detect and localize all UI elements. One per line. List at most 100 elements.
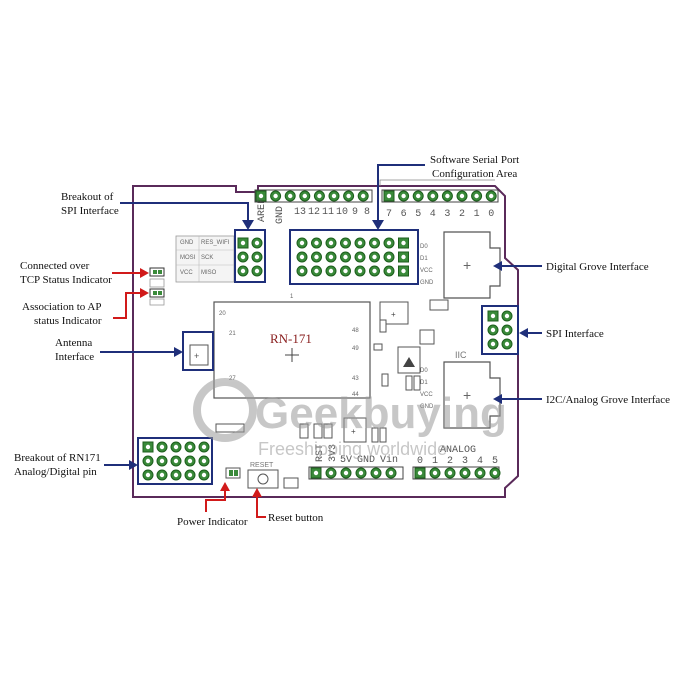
svg-text:3V3: 3V3 <box>328 444 339 462</box>
pin-label: 3 <box>462 456 468 467</box>
callout-ap-status: Association to AP status Indicator <box>22 288 149 327</box>
svg-text:1: 1 <box>290 294 294 300</box>
bottom-left-header <box>308 466 404 480</box>
antenna-interface-highlight <box>182 331 214 371</box>
callout-software-serial: Software Serial Port Configuration Area <box>372 154 519 230</box>
module-label: RN-171 <box>270 331 312 346</box>
svg-text:44: 44 <box>352 392 359 398</box>
svg-text:5V: 5V <box>340 455 352 466</box>
pin-label: 0 <box>417 456 423 467</box>
pin-label-11: 11 <box>322 207 334 218</box>
callout-i2c-grove: I2C/Analog Grove Interface <box>493 394 670 406</box>
svg-text:MOSI: MOSI <box>180 255 196 261</box>
pin-label: 2 <box>459 209 465 220</box>
misc-components: + + <box>215 299 449 443</box>
rn171-breakout-highlight <box>137 437 213 485</box>
svg-text:Digital Grove Interface: Digital Grove Interface <box>546 261 649 273</box>
svg-text:D1: D1 <box>420 380 428 386</box>
svg-text:+: + <box>351 427 356 436</box>
callout-antenna: Antenna Interface <box>55 337 183 363</box>
svg-text:Reset button: Reset button <box>268 512 324 524</box>
svg-text:VCC: VCC <box>420 392 433 398</box>
pin-label: 0 <box>488 209 494 220</box>
reset-button[interactable]: RESET <box>247 462 279 489</box>
svg-text:+: + <box>391 310 396 319</box>
pin-label: 5 <box>415 209 421 220</box>
pin-label: 3 <box>444 209 450 220</box>
callout-spi-interface: SPI Interface <box>519 328 604 340</box>
svg-text:D0: D0 <box>420 244 428 250</box>
svg-text:GND: GND <box>420 280 434 286</box>
spi-breakout-highlight <box>234 229 266 283</box>
svg-text:I2C/Analog Grove Interface: I2C/Analog Grove Interface <box>546 394 670 406</box>
svg-text:status Indicator: status Indicator <box>34 315 102 327</box>
svg-text:SPI Interface: SPI Interface <box>61 205 119 217</box>
pin-label: 1 <box>474 209 480 220</box>
svg-text:TCP Status Indicator: TCP Status Indicator <box>20 274 112 286</box>
power-indicator-led <box>225 467 241 479</box>
callout-reset-button: Reset button <box>252 488 324 524</box>
svg-text:D1: D1 <box>420 256 428 262</box>
svg-text:ANALOG: ANALOG <box>440 445 476 456</box>
svg-text:IIC: IIC <box>455 350 467 360</box>
svg-text:RES_WIFI: RES_WIFI <box>201 240 230 246</box>
watermark: Geekbuying Freeshipping worldwide <box>193 378 507 459</box>
svg-text:+: + <box>194 351 199 361</box>
bottom-right-header <box>412 466 501 480</box>
callout-digital-grove: Digital Grove Interface <box>493 261 649 273</box>
status-led-ap <box>149 288 165 298</box>
svg-text:Analog/Digital pin: Analog/Digital pin <box>14 466 97 478</box>
pin-label: 2 <box>447 456 453 467</box>
callout-rn171-breakout: Breakout of RN171 Analog/Digital pin <box>14 452 138 478</box>
svg-text:RESET: RESET <box>250 462 274 469</box>
callout-tcp-status: Connected over TCP Status Indicator <box>20 260 149 286</box>
svg-text:SCK: SCK <box>201 255 213 261</box>
svg-text:Power Indicator: Power Indicator <box>177 516 248 528</box>
svg-text:Association to AP: Association to AP <box>22 301 101 313</box>
svg-text:Connected over: Connected over <box>20 260 90 272</box>
callout-spi-breakout: Breakout of SPI Interface <box>61 191 254 230</box>
svg-text:Software Serial Port: Software Serial Port <box>430 154 519 166</box>
top-right-header <box>381 189 499 203</box>
svg-text:GND: GND <box>420 404 434 410</box>
pin-label-10: 10 <box>336 207 348 218</box>
svg-text:D0: D0 <box>420 368 428 374</box>
pin-label: 5 <box>492 456 498 467</box>
svg-text:Breakout of RN171: Breakout of RN171 <box>14 452 101 464</box>
top-left-header <box>254 189 373 203</box>
serial-config-labels: D0 D1 VCC GND <box>420 244 434 286</box>
software-serial-highlight <box>289 229 419 285</box>
pin-label-gnd: GND <box>275 206 286 224</box>
svg-text:+: + <box>463 257 471 273</box>
svg-text:SPI Interface: SPI Interface <box>546 328 604 340</box>
svg-text:21: 21 <box>229 331 236 337</box>
svg-text:Vin: Vin <box>380 454 398 466</box>
spi-breakout-block: GND RES_WIFI MOSI SCK VCC MISO <box>175 235 235 283</box>
pin-label: 4 <box>477 456 483 467</box>
spi-interface-highlight <box>481 305 519 355</box>
pin-label-12: 12 <box>308 207 320 218</box>
pin-label-aref: AREF <box>257 198 268 222</box>
pin-label: 1 <box>432 456 438 467</box>
watermark-brand: Geekbuying <box>255 389 507 438</box>
svg-text:MISO: MISO <box>201 270 217 276</box>
svg-text:43: 43 <box>352 376 359 382</box>
svg-text:GND: GND <box>357 455 375 466</box>
svg-text:VCC: VCC <box>180 270 193 276</box>
svg-text:+: + <box>463 387 471 403</box>
svg-text:Configuration Area: Configuration Area <box>432 168 517 180</box>
pin-label-13: 13 <box>294 207 306 218</box>
svg-text:49: 49 <box>352 346 359 352</box>
svg-text:Interface: Interface <box>55 351 94 363</box>
i2c-grove-connector: IIC + D0 D1 VCC GND <box>420 350 501 429</box>
svg-text:Antenna: Antenna <box>55 337 92 349</box>
callout-power-indicator: Power Indicator <box>177 482 248 528</box>
watermark-tagline: Freeshipping worldwide <box>258 439 447 459</box>
svg-text:20: 20 <box>219 311 226 317</box>
pin-label: 7 <box>386 209 392 220</box>
svg-text:VCC: VCC <box>420 268 433 274</box>
bottom-left-header-labels: RST 3V3 5V GND Vin <box>315 444 398 466</box>
